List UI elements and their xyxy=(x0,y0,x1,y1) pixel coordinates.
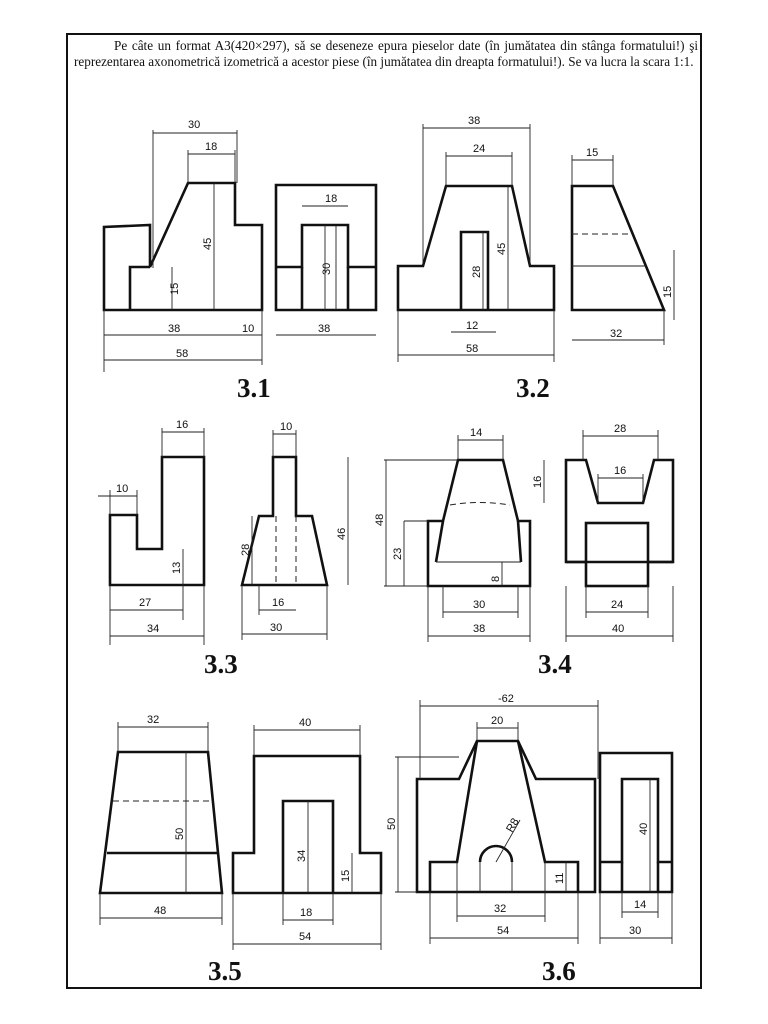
figure-3-2-front-view xyxy=(396,184,556,312)
figure-3-6-label: 3.6 xyxy=(542,956,576,986)
figure-3-5: 32 50 48 40 34 15 18 54 3.5 xyxy=(98,714,383,986)
dim-3-1-f: 10 xyxy=(242,323,254,335)
dim-3-2-f: 58 xyxy=(466,343,478,355)
dim-3-4-e: 30 xyxy=(473,599,485,611)
dim-3-4-j: 24 xyxy=(611,599,623,611)
figure-3-5-side-view xyxy=(231,754,383,895)
dim-3-4-d: 8 xyxy=(490,576,502,582)
figure-3-4-front-view xyxy=(426,458,532,588)
figure-3-3-side-view xyxy=(240,455,329,587)
dim-3-1-e: 38 xyxy=(168,323,180,335)
dim-3-6-e: 11 xyxy=(554,873,566,884)
dim-3-3-e: 34 xyxy=(147,623,159,635)
dim-3-6-d: R8 xyxy=(504,816,521,834)
dim-3-6-i: 14 xyxy=(634,899,646,911)
dim-3-5-g: 18 xyxy=(300,907,312,919)
figure-3-2-label: 3.2 xyxy=(516,373,550,403)
dim-3-4-c: 23 xyxy=(392,548,404,560)
figure-3-1-label: 3.1 xyxy=(237,373,271,403)
instructions-text: Pe câte un format A3(420×297), să se des… xyxy=(74,38,698,69)
dim-3-5-h: 54 xyxy=(299,931,311,943)
dim-3-3-j: 30 xyxy=(270,622,282,634)
figure-3-6-side-view xyxy=(598,751,674,894)
dim-3-3-d: 27 xyxy=(139,597,151,609)
dim-3-4-a: 14 xyxy=(470,427,482,439)
figure-3-3-front-view xyxy=(108,455,206,587)
figure-3-2-side-view xyxy=(570,184,666,312)
dim-3-3-f: 10 xyxy=(280,421,292,433)
figure-3-1-front-view xyxy=(102,181,264,312)
dim-3-1-g: 58 xyxy=(176,348,188,360)
figure-3-6: -62 20 50 R8 11 32 54 40 14 30 3.6 xyxy=(386,693,674,986)
dim-3-6-a: -62 xyxy=(498,693,514,705)
dim-3-4-k: 40 xyxy=(612,623,624,635)
dim-3-3-g: 28 xyxy=(240,544,252,556)
dim-3-1-j: 38 xyxy=(318,323,330,335)
dim-3-1-c: 45 xyxy=(202,238,214,250)
dim-3-2-g: 15 xyxy=(586,147,598,159)
dim-3-5-c: 48 xyxy=(154,905,166,917)
dim-3-1-b: 18 xyxy=(205,141,217,153)
dim-3-1-i: 30 xyxy=(321,263,333,275)
dim-3-5-a: 32 xyxy=(147,714,159,726)
figure-3-4: 14 48 23 8 30 38 28 16 16 24 40 3.4 xyxy=(374,423,675,679)
dim-3-4-g: 28 xyxy=(614,423,626,435)
figure-3-6-front-view xyxy=(415,739,597,894)
figure-3-5-label: 3.5 xyxy=(208,956,242,986)
dim-3-5-b: 50 xyxy=(174,828,186,840)
dim-3-6-b: 20 xyxy=(491,715,503,727)
dim-3-4-i: 16 xyxy=(532,476,544,488)
dim-3-6-c: 50 xyxy=(386,818,398,830)
figure-3-4-side-view xyxy=(564,458,675,588)
figure-3-2: 38 24 45 28 12 58 15 15 32 3.2 xyxy=(396,115,675,403)
dim-3-2-c: 45 xyxy=(496,243,508,255)
dim-3-3-c: 13 xyxy=(171,562,183,574)
figure-3-4-dimensions: 14 48 23 8 30 38 28 16 16 24 40 xyxy=(374,423,674,642)
figure-3-5-dimensions: 32 50 48 40 34 15 18 54 xyxy=(99,714,382,950)
dim-3-6-h: 40 xyxy=(638,823,650,835)
dim-3-2-b: 24 xyxy=(473,143,485,155)
dim-3-4-f: 38 xyxy=(473,623,485,635)
figure-3-3: 16 10 13 27 34 10 28 46 16 30 3.3 xyxy=(98,419,349,679)
dim-3-3-b: 10 xyxy=(116,483,128,495)
dim-3-6-g: 54 xyxy=(497,925,509,937)
figure-3-3-label: 3.3 xyxy=(204,649,238,679)
dim-3-2-i: 32 xyxy=(610,328,622,340)
dim-3-5-e: 34 xyxy=(296,850,308,862)
dim-3-2-d: 28 xyxy=(471,266,483,278)
dim-3-3-i: 16 xyxy=(272,597,284,609)
figure-3-5-front-view xyxy=(98,750,224,895)
figure-3-3-dimensions: 16 10 13 27 34 10 28 46 16 30 xyxy=(98,419,349,645)
dim-3-2-a: 38 xyxy=(468,115,480,127)
dim-3-2-h: 15 xyxy=(662,286,674,298)
dim-3-5-d: 40 xyxy=(299,717,311,729)
dim-3-2-e: 12 xyxy=(466,320,478,332)
figure-3-4-label: 3.4 xyxy=(538,649,572,679)
dim-3-4-b: 48 xyxy=(374,514,386,526)
dim-3-6-j: 30 xyxy=(629,925,641,937)
figure-3-1: 30 18 45 15 38 10 58 18 30 38 3.1 xyxy=(102,119,378,403)
dim-3-1-d: 15 xyxy=(169,283,181,295)
dim-3-1-a: 30 xyxy=(188,119,200,131)
figure-3-6-dimensions: -62 20 50 R8 11 32 54 40 14 30 xyxy=(386,693,673,944)
dim-3-4-h: 16 xyxy=(614,465,626,477)
dim-3-1-h: 18 xyxy=(325,193,337,205)
dim-3-5-f: 15 xyxy=(340,870,352,882)
dim-3-3-a: 16 xyxy=(176,419,188,431)
figure-3-2-dimensions: 38 24 45 28 12 58 15 15 32 xyxy=(397,115,675,362)
figure-3-1-dimensions: 30 18 45 15 38 10 58 18 30 38 xyxy=(103,119,376,372)
dim-3-3-h: 46 xyxy=(336,528,348,540)
dim-3-6-f: 32 xyxy=(494,903,506,915)
